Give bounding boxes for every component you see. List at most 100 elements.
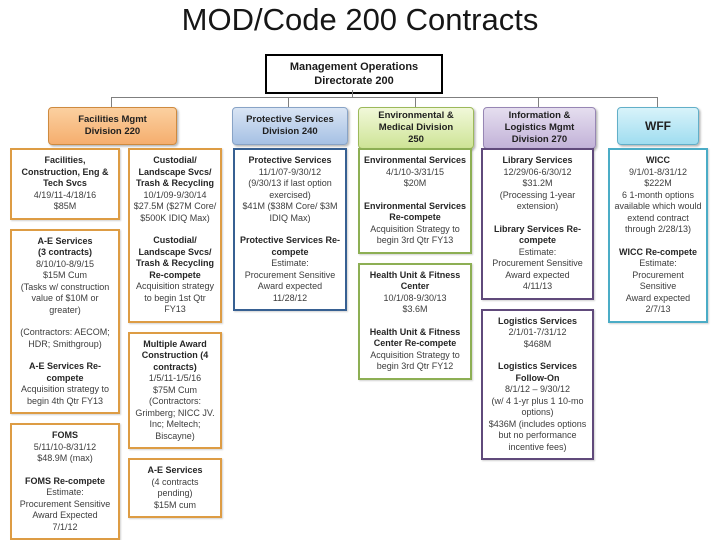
connector-stub-environmental xyxy=(415,97,416,107)
box-line xyxy=(486,350,589,361)
division-header-label: Information & xyxy=(508,110,571,122)
box-line: $48.9M (max) xyxy=(37,453,93,464)
division-header-label: Medical Division xyxy=(378,122,454,134)
box-line xyxy=(613,236,703,247)
root-box-label-line1: Management Operations xyxy=(289,60,419,73)
connector-root-stub xyxy=(352,90,353,98)
box-line: $15M Cum xyxy=(42,270,87,281)
box-line: (Processing 1-year extension) xyxy=(499,189,576,212)
box-line: Estimate: xyxy=(518,246,557,257)
box-line: $85M xyxy=(53,201,77,212)
division-header-label: Facilities Mgmt xyxy=(78,114,147,126)
contract-box: Facilities, Construction, Eng & Tech Svc… xyxy=(10,148,120,220)
box-line: 4/1/10-3/31/15 xyxy=(385,166,445,177)
box-line: A-E Services Re-compete xyxy=(28,361,102,383)
box-line: Estimate: xyxy=(46,487,84,498)
box-line: 8/1/12 – 9/30/12 xyxy=(504,384,571,395)
box-line: Procurement Sensitive xyxy=(632,269,684,292)
box-line: 2/7/13 xyxy=(645,304,671,315)
connector-stub-facilities xyxy=(111,97,112,107)
box-line xyxy=(363,190,467,201)
box-line: Library Services xyxy=(502,155,573,165)
box-line: 10/1/08-9/30/13 xyxy=(383,292,447,303)
box-line: 9/1/01-8/31/12 xyxy=(628,166,688,177)
box-line: $3.6M xyxy=(402,304,428,315)
root-box-label-line2: Directorate 200 xyxy=(314,75,394,87)
box-line: Acquisition strategy to begin 1st Qtr FY… xyxy=(135,281,215,315)
box-line: Custodial/ Landscape Svcs/ Trash & Recyc… xyxy=(135,235,215,280)
root-box: Management Operations Directorate 200 xyxy=(265,54,443,94)
connector-stub-wff xyxy=(657,97,658,107)
box-line: Award expected xyxy=(505,269,570,280)
box-line: $75M Cum xyxy=(152,384,197,395)
box-line: Protective Services Re-compete xyxy=(239,235,341,257)
box-line: Health Unit & Fitness Center Re-compete xyxy=(369,326,461,349)
division-header-label: Environmental & xyxy=(378,110,454,122)
connector-stub-protective xyxy=(288,97,289,107)
contract-box: Custodial/ Landscape Svcs/ Trash & Recyc… xyxy=(128,148,222,323)
box-line: Facilities, Construction, Eng & Tech Svc… xyxy=(21,155,109,189)
box-line: Logistics Services xyxy=(497,315,578,326)
contract-box: A-E Services(4 contracts pending)$15M cu… xyxy=(128,458,222,519)
box-line: (4 contracts pending) xyxy=(151,476,199,499)
box-line: Custodial/ Landscape Svcs/ Trash & Recyc… xyxy=(135,155,215,189)
box-line: 1/5/11-1/5/16 xyxy=(148,373,202,384)
box-line: A-E Services xyxy=(37,235,93,246)
box-line: $41M ($38M Core/ $3M IDIQ Max) xyxy=(242,201,338,223)
box-line xyxy=(486,213,589,224)
box-line: (3 contracts) xyxy=(37,247,92,258)
box-line: $15M cum xyxy=(153,499,197,510)
box-line: Logistics Services Follow-On xyxy=(497,361,578,383)
box-line: 6 1-month options available which would … xyxy=(614,189,702,235)
box-line: 10/1/09-9/30/14 xyxy=(143,189,207,200)
box-line: 12/29/06-6/30/12 xyxy=(503,166,572,177)
box-line: $20M xyxy=(403,178,427,189)
box-line: Award expected xyxy=(257,281,323,292)
box-line: WICC xyxy=(646,155,670,165)
box-line: Health Unit & Fitness Center xyxy=(369,269,461,292)
box-line: 4/11/13 xyxy=(522,281,553,292)
box-line: (w/ 4 1-yr plus 1 10-mo options) xyxy=(491,395,584,418)
box-line xyxy=(363,316,467,327)
contract-column: Custodial/ Landscape Svcs/ Trash & Recyc… xyxy=(128,148,222,519)
box-line: Multiple Award Construction (4 contracts… xyxy=(141,338,209,372)
box-line: Acquisition Strategy to begin 3rd Qtr FY… xyxy=(370,349,460,372)
contract-column: Facilities, Construction, Eng & Tech Svc… xyxy=(10,148,120,540)
box-line: (9/30/13 if last option exercised) xyxy=(248,178,332,200)
box-line: A-E Services xyxy=(147,465,203,476)
division-header-label: Logistics Mgmt xyxy=(504,122,575,134)
division-header-label: WFF xyxy=(645,118,671,133)
page-title: MOD/Code 200 Contracts xyxy=(181,2,539,37)
connector-horizontal xyxy=(111,97,657,98)
box-line: FOMS xyxy=(52,430,78,441)
box-line xyxy=(15,350,115,361)
box-line: Acquisition Strategy to begin 3rd Qtr FY… xyxy=(370,223,460,246)
box-line: Environmental Services Re-compete xyxy=(363,200,467,223)
box-line: 11/28/12 xyxy=(272,292,308,303)
box-line: (Tasks w/ construction value of $10M or … xyxy=(20,281,110,315)
box-line: 8/10/10-8/9/15 xyxy=(35,258,95,269)
box-line: FOMS Re-compete xyxy=(24,475,105,486)
box-line: $27.5M ($27M Core/ $500K IDIQ Max) xyxy=(133,201,217,223)
box-line: 11/1/07-9/30/12 xyxy=(258,166,322,177)
box-line xyxy=(238,224,342,235)
box-line: Award Expected xyxy=(32,510,98,521)
box-line: (Contractors: Grimberg; NICC JV. Inc; Me… xyxy=(135,396,215,441)
box-line: Award expected xyxy=(625,292,691,303)
box-line: Protective Services xyxy=(248,155,332,165)
box-line: $222M xyxy=(644,178,672,189)
box-line xyxy=(133,224,217,235)
box-line: Procurement Sensitive xyxy=(19,498,111,509)
